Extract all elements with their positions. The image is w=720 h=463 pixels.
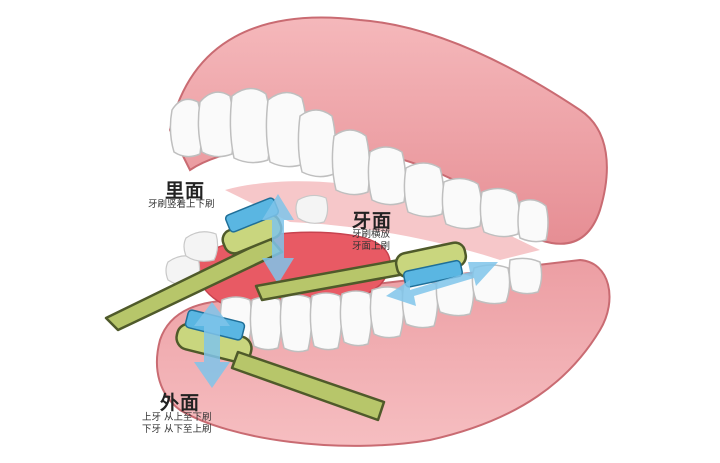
brush-outer-handle: [230, 350, 386, 422]
upper-tooth-3: [229, 87, 272, 164]
arrow-inner-updown: [262, 194, 294, 284]
chewing-desc-line-1: 牙刷横放: [352, 229, 391, 240]
outer-desc-line-1: 上牙 从上至下刷: [142, 412, 212, 423]
brush-chewing: [254, 241, 468, 302]
lower-teeth: [219, 257, 543, 353]
upper-teeth: [169, 87, 549, 243]
upper-tooth-10: [479, 187, 521, 238]
brush-chewing-bristles: [402, 259, 464, 288]
chewing-surface-title: 牙面: [352, 210, 393, 232]
inner-molar-3: [295, 194, 329, 224]
outer-surface-desc: 上牙 从上至下刷 下牙 从下至上刷: [142, 412, 212, 436]
arrow-chewing-leftright: [386, 262, 498, 306]
lower-tooth-2: [249, 296, 283, 351]
outer-desc-line-2: 下牙 从下至上刷: [142, 424, 212, 435]
inner-molar-2: [183, 231, 219, 262]
inner-surface-title: 里面: [165, 180, 206, 202]
lower-tooth-4: [309, 292, 343, 351]
arrow-outer-updown: [194, 302, 230, 388]
inner-surface-desc: 牙刷竖着上下刷: [148, 199, 215, 211]
upper-tooth-5: [297, 109, 337, 178]
upper-tooth-9: [441, 177, 483, 230]
chewing-desc-line-2: 牙面上刷: [352, 241, 391, 252]
lower-tooth-5: [339, 290, 373, 347]
upper-tooth-1: [169, 98, 203, 158]
lower-tooth-6: [369, 286, 405, 339]
upper-tooth-2: [197, 91, 235, 158]
brush-inner: [104, 197, 284, 332]
upper-tooth-6: [331, 129, 371, 196]
upper-tooth-11: [517, 199, 549, 243]
lower-tooth-3: [279, 294, 313, 353]
outer-surface-title: 外面: [160, 392, 201, 414]
upper-tooth-8: [403, 162, 445, 218]
upper-tooth-7: [367, 146, 407, 206]
chewing-surface-desc: 牙刷横放 牙面上刷: [352, 229, 390, 253]
inner-desc-line-1: 牙刷竖着上下刷: [148, 199, 215, 210]
lower-tooth-10: [508, 257, 543, 295]
